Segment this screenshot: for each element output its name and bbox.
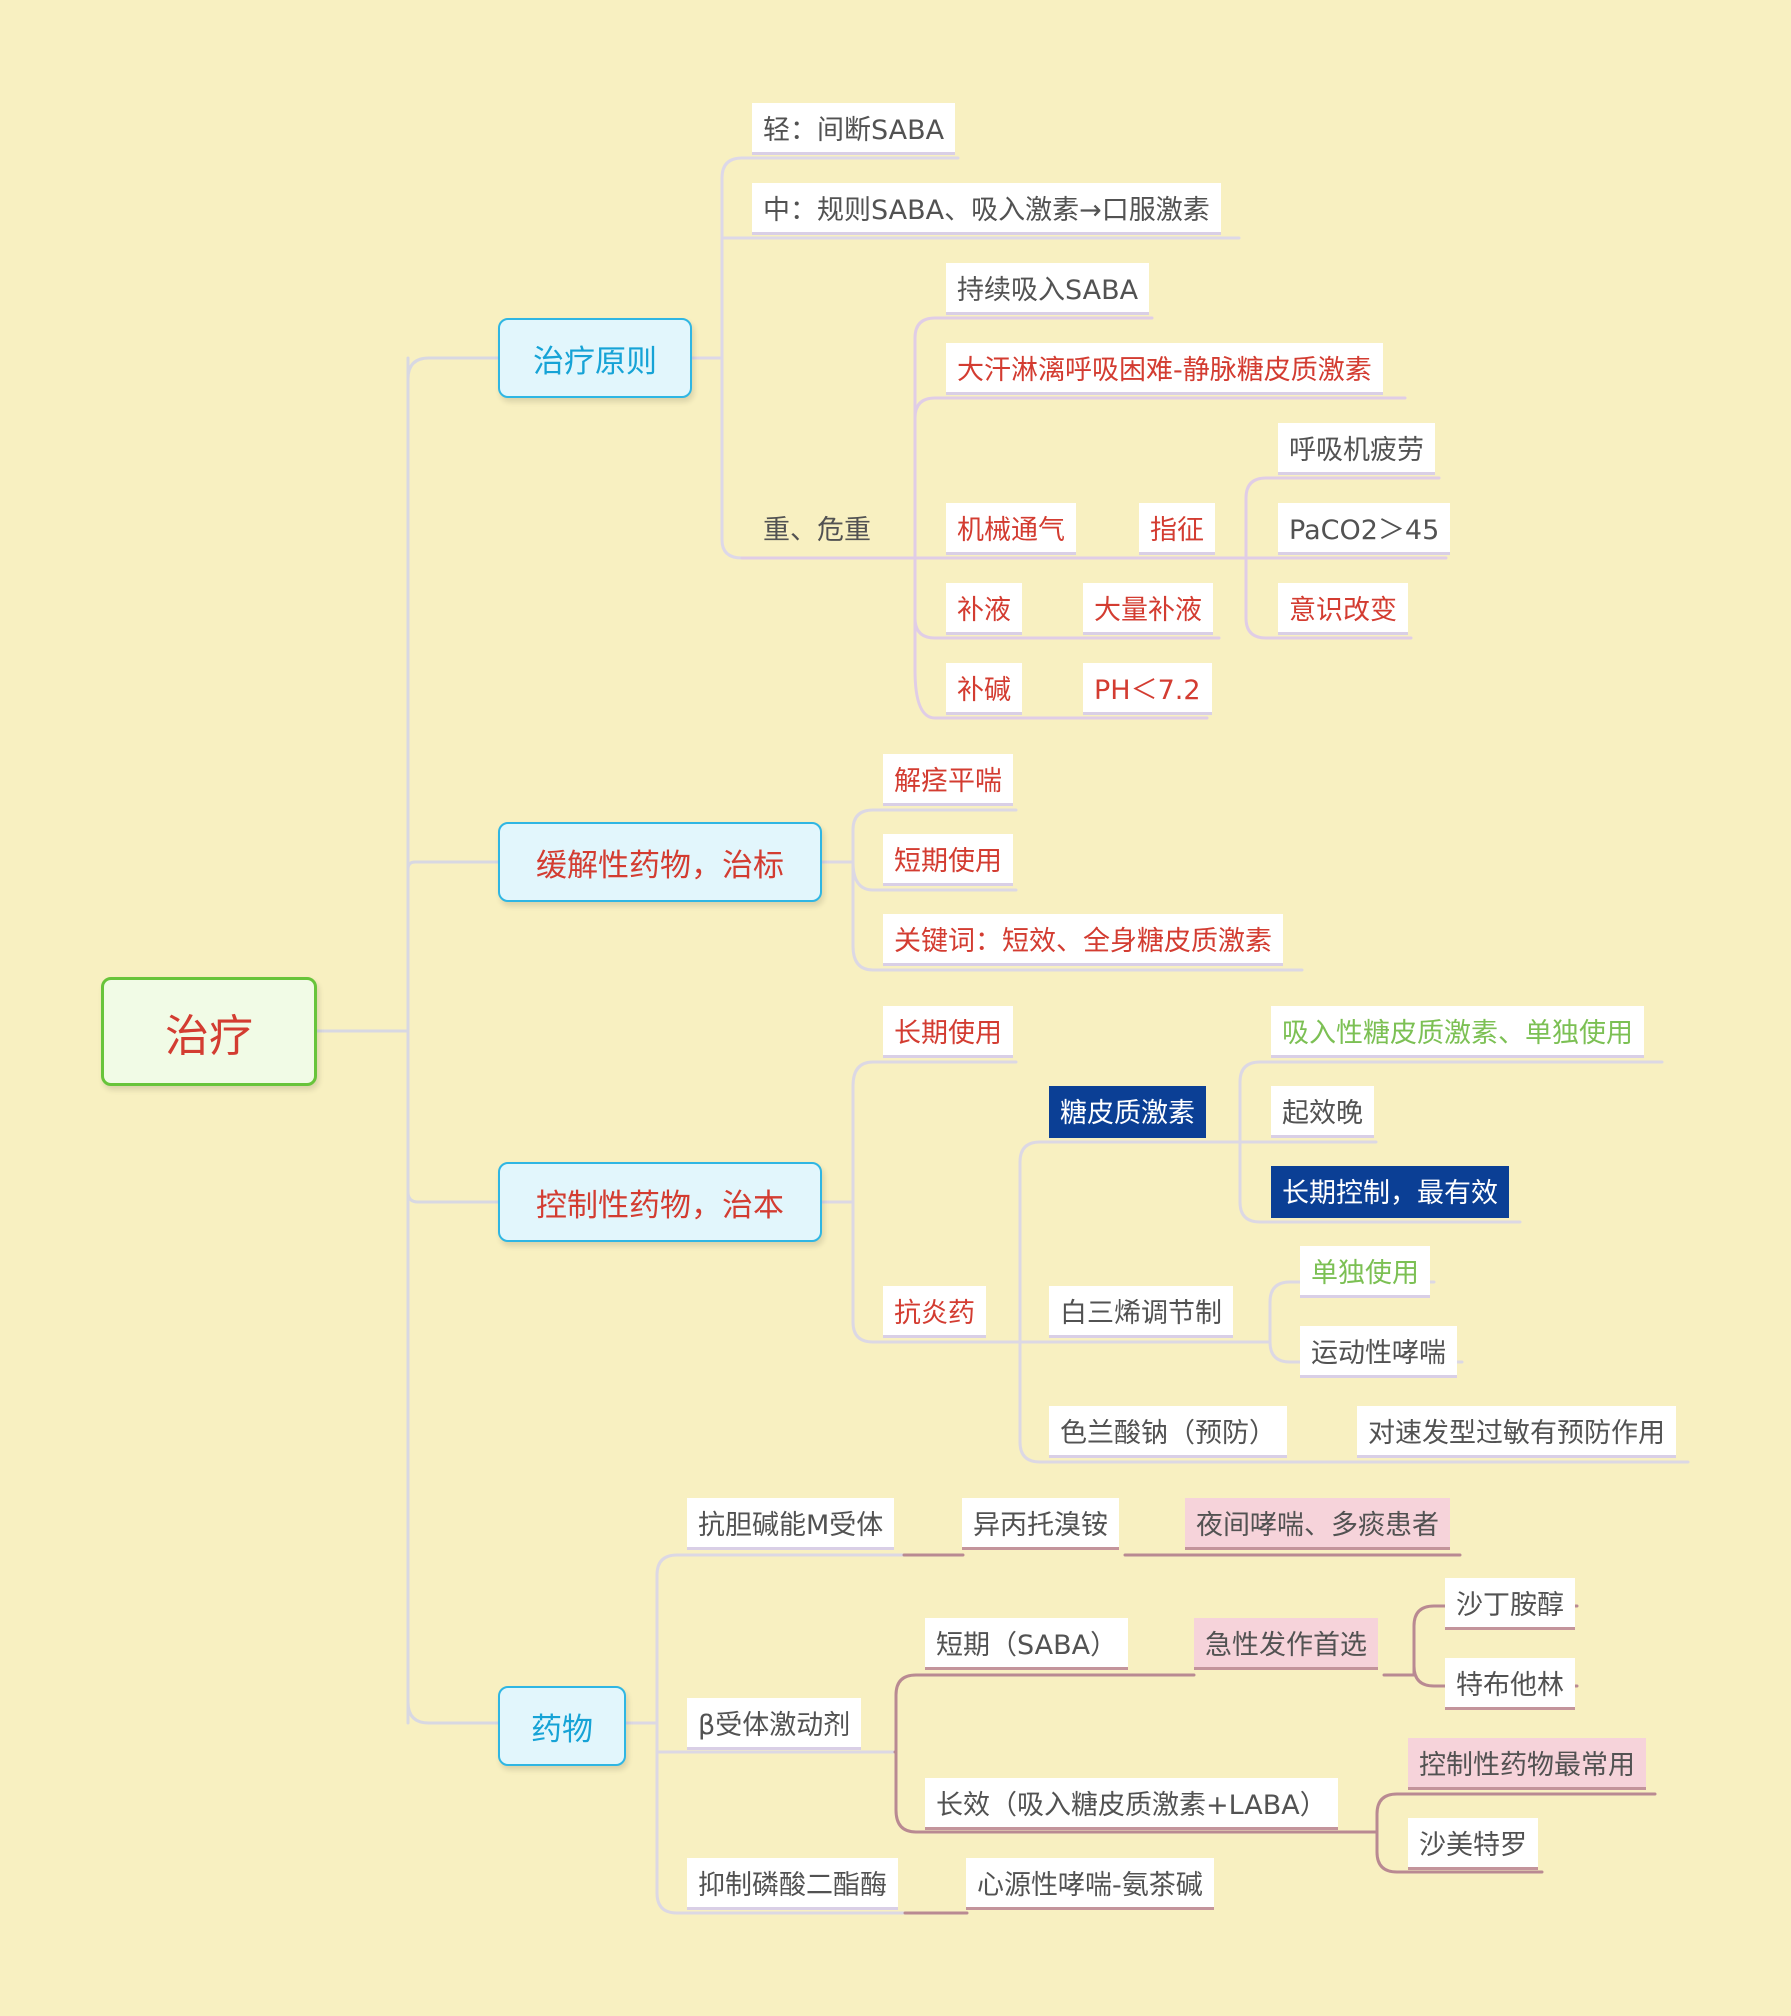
topic-inhaled-alone[interactable]: 吸入性糖皮质激素、单独使用 [1271, 1006, 1644, 1058]
topic-keywords[interactable]: 关键词：短效、全身糖皮质激素 [883, 914, 1283, 966]
central-topic[interactable]: 治疗 [101, 977, 317, 1086]
connector-principle [688, 156, 752, 560]
topic-large-fluid[interactable]: 大量补液 [1083, 583, 1213, 635]
topic-principle[interactable]: 治疗原则 [498, 318, 692, 398]
topic-glucocorticoid[interactable]: 糖皮质激素 [1049, 1086, 1206, 1138]
topic-most-effective[interactable]: 长期控制，最有效 [1271, 1166, 1509, 1218]
connector-drugs [624, 1553, 690, 1915]
topic-controller-common[interactable]: 控制性药物最常用 [1408, 1738, 1646, 1790]
connector-reliever [820, 808, 1304, 972]
topic-terbutaline[interactable]: 特布他林 [1445, 1658, 1575, 1710]
connector-controller [820, 1060, 1018, 1344]
topic-controller[interactable]: 控制性药物，治本 [498, 1162, 822, 1242]
topic-sustain-saba[interactable]: 持续吸入SABA [946, 263, 1150, 315]
topic-ventilation[interactable]: 机械通气 [946, 503, 1076, 555]
topic-severe[interactable]: 重、危重 [763, 515, 871, 546]
topic-pde-inhibitor[interactable]: 抑制磷酸二酯酶 [687, 1858, 898, 1910]
topic-reliever[interactable]: 缓解性药物，治标 [498, 822, 822, 902]
topic-night-asthma[interactable]: 夜间哮喘、多痰患者 [1185, 1498, 1450, 1550]
topic-long-use[interactable]: 长期使用 [883, 1006, 1013, 1058]
topic-cardiac-asthma[interactable]: 心源性哮喘-氨茶碱 [966, 1858, 1214, 1910]
topic-alkali[interactable]: 补碱 [946, 663, 1022, 715]
topic-salbutamol[interactable]: 沙丁胺醇 [1445, 1578, 1575, 1630]
topic-consciousness[interactable]: 意识改变 [1278, 583, 1408, 635]
topic-alone[interactable]: 单独使用 [1300, 1246, 1430, 1298]
topic-ipratropium[interactable]: 异丙托溴铵 [962, 1498, 1119, 1550]
topic-immediate-allergy[interactable]: 对速发型过敏有预防作用 [1357, 1406, 1676, 1458]
connector-drugs-rose [893, 1553, 1462, 1915]
topic-paco2[interactable]: PaCO2＞45 [1278, 503, 1451, 555]
topic-leukotriene[interactable]: 白三烯调节制 [1049, 1286, 1233, 1338]
topic-anticholinergic[interactable]: 抗胆碱能M受体 [687, 1498, 895, 1550]
topic-fatigue[interactable]: 呼吸机疲劳 [1278, 423, 1435, 475]
topic-acute-first[interactable]: 急性发作首选 [1194, 1618, 1378, 1670]
topic-drugs[interactable]: 药物 [498, 1686, 626, 1766]
topic-short-saba[interactable]: 短期（SABA） [925, 1618, 1129, 1670]
topic-iv-steroid[interactable]: 大汗淋漓呼吸困难-静脉糖皮质激素 [946, 343, 1383, 395]
topic-indication[interactable]: 指征 [1139, 503, 1215, 555]
topic-ph[interactable]: PH＜7.2 [1083, 663, 1212, 715]
topic-beta-agonist[interactable]: β受体激动剂 [687, 1698, 862, 1750]
connector-severe [740, 316, 1407, 720]
topic-moderate[interactable]: 中：规则SABA、吸入激素→口服激素 [752, 183, 1221, 235]
topic-fluid[interactable]: 补液 [946, 583, 1022, 635]
topic-long-laba[interactable]: 长效（吸入糖皮质激素+LABA） [925, 1778, 1338, 1830]
topic-spasm[interactable]: 解痉平喘 [883, 754, 1013, 806]
connector-central [315, 356, 500, 1725]
topic-slow-onset[interactable]: 起效晚 [1271, 1086, 1374, 1138]
topic-anti-inflammatory[interactable]: 抗炎药 [883, 1286, 986, 1338]
topic-salmeterol[interactable]: 沙美特罗 [1408, 1818, 1538, 1870]
topic-mild[interactable]: 轻：间断SABA [752, 103, 956, 155]
topic-cromolyn[interactable]: 色兰酸钠（预防） [1049, 1406, 1287, 1458]
topic-exercise-asthma[interactable]: 运动性哮喘 [1300, 1326, 1457, 1378]
topic-short-use[interactable]: 短期使用 [883, 834, 1013, 886]
